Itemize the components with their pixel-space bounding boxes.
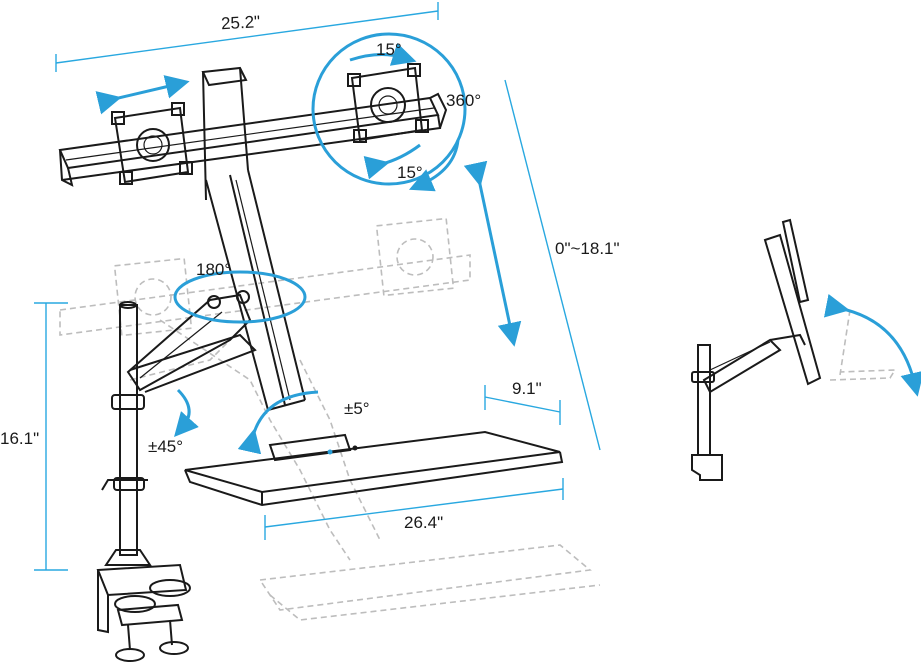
keyboard-width-label: 26.4" (404, 513, 443, 532)
gas-spring-arm (126, 290, 257, 393)
rotation-label: 360° (446, 91, 481, 110)
arm-tilt-label: ±45° (148, 437, 183, 456)
side-view-diagram (691, 218, 921, 481)
pole-and-clamp (96, 301, 191, 662)
keyboard-depth-label: 9.1" (512, 379, 542, 398)
tilt-down-label: 15° (397, 163, 423, 182)
ghost-lowered-position (59, 217, 601, 621)
swivel-label: 180° (196, 260, 231, 279)
tray-tilt-label: ±5° (344, 399, 370, 418)
pole-height-label: 16.1" (0, 429, 39, 448)
height-range-label: 0"~18.1" (555, 239, 620, 258)
motion-arrows (95, 32, 522, 455)
vertical-riser (201, 66, 306, 411)
dimension-lines (34, 2, 601, 571)
tilt-up-label: 15° (376, 40, 402, 59)
keyboard-tray (184, 430, 564, 507)
width-top-label: 25.2" (221, 12, 261, 33)
